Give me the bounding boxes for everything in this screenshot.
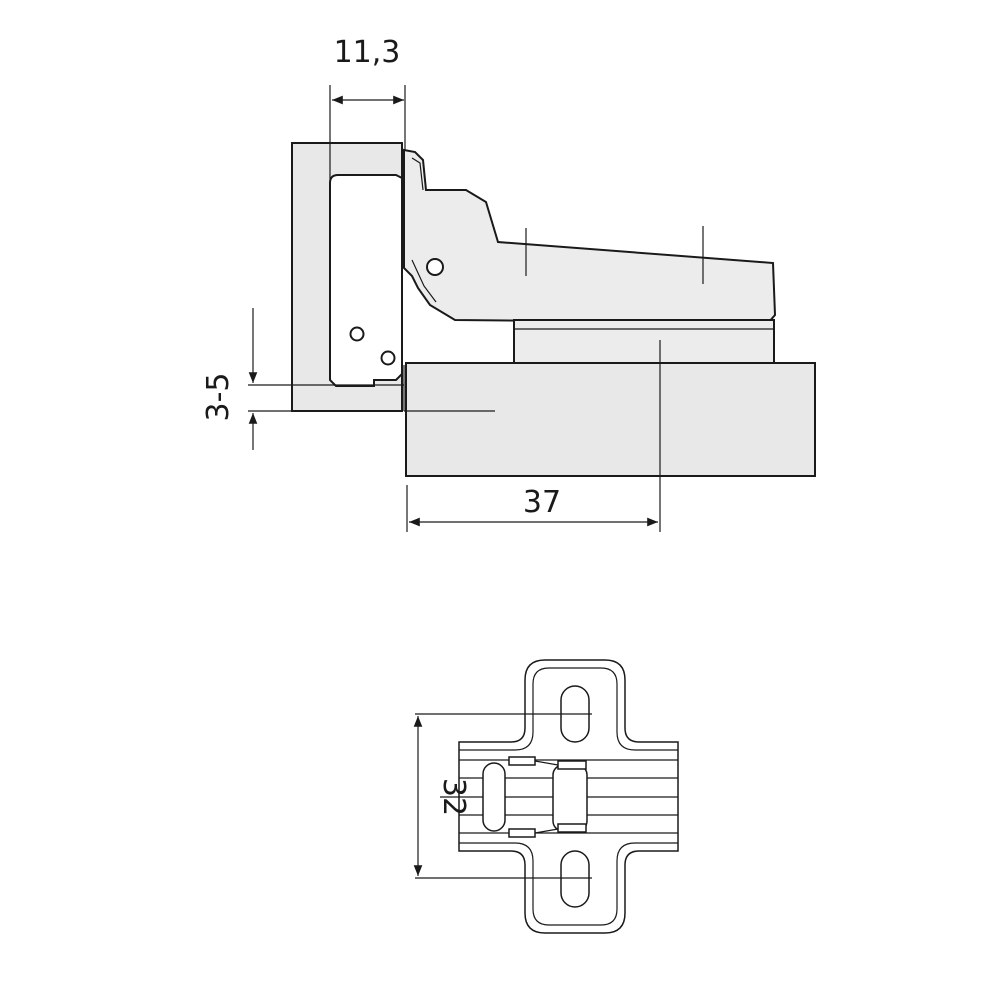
- slot-bottom: [560, 850, 590, 908]
- hinge-cup: [329, 174, 403, 387]
- cam-tab-bottom: [557, 823, 587, 833]
- cabinet-panel: [405, 362, 816, 477]
- clip-link-top: [534, 760, 559, 766]
- slot-left: [482, 762, 506, 832]
- hinge-arm-inner: [411, 157, 437, 303]
- dim-bore-distance-label: 37: [523, 485, 561, 520]
- clip-link-bottom: [534, 828, 559, 834]
- side-view: 11,3 3-5 37: [201, 35, 816, 532]
- arm-pivot: [426, 258, 444, 276]
- adjustment-cam: [552, 764, 588, 832]
- cam-tab-top: [557, 760, 587, 770]
- cup-rivet-1: [349, 326, 365, 342]
- mounting-plate: [513, 319, 775, 364]
- dim-overlay-label: 11,3: [334, 35, 401, 70]
- dim-gap-label: 3-5: [201, 373, 236, 422]
- plate-outline-inner: [459, 667, 678, 926]
- hinge-arm: [403, 148, 777, 325]
- plate-top-view: 32: [413, 659, 679, 934]
- dim-hole-spacing-label: 32: [436, 778, 471, 816]
- clip-bottom: [508, 828, 536, 838]
- clip-top: [508, 756, 536, 766]
- cup-rivet-2: [380, 350, 396, 366]
